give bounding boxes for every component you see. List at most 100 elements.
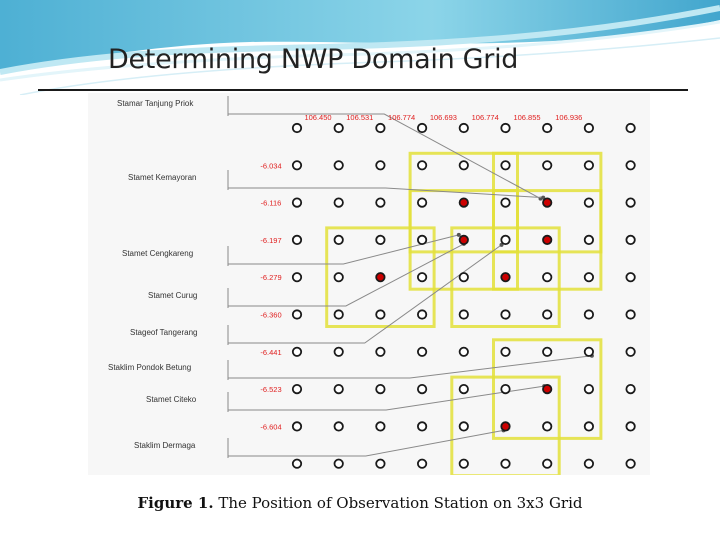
station-grid-point xyxy=(375,272,386,283)
latitude-label: -6.034 xyxy=(260,161,281,170)
grid-point xyxy=(416,122,428,134)
latitude-label: -6.116 xyxy=(261,199,282,208)
grid-point xyxy=(375,160,386,171)
station-leader-line xyxy=(228,113,541,200)
grid-point xyxy=(375,309,386,320)
grid-point xyxy=(375,346,386,357)
grid-point xyxy=(291,160,303,171)
station-label: Stamet Curug xyxy=(148,291,197,300)
grid-point xyxy=(333,421,344,432)
grid-box-3x3 xyxy=(408,189,520,291)
figure-caption: Figure 1. The Position of Observation St… xyxy=(0,494,720,512)
grid-point xyxy=(500,309,511,320)
grid-point xyxy=(458,346,469,357)
grid-point xyxy=(375,197,386,208)
latitude-label: -6.279 xyxy=(260,273,281,282)
title-divider xyxy=(38,89,688,91)
grid-point xyxy=(500,160,511,171)
grid-point xyxy=(333,160,344,171)
grid-point xyxy=(291,309,303,320)
latitude-label: -6.441 xyxy=(260,348,281,357)
grid-point xyxy=(542,122,553,134)
station-leader-line xyxy=(228,187,544,199)
grid-point xyxy=(333,346,344,357)
grid-point xyxy=(583,383,594,395)
grid-point xyxy=(500,458,511,469)
grid-point xyxy=(458,160,469,171)
grid-point xyxy=(416,421,428,432)
station-label: Stamet Kemayoran xyxy=(128,173,196,182)
grid-point xyxy=(291,458,303,469)
longitude-label: 106.774 xyxy=(472,113,499,122)
grid-point xyxy=(542,421,553,432)
grid-point xyxy=(291,234,303,245)
station-label: Stamar Tanjung Priok xyxy=(117,99,194,108)
grid-point xyxy=(625,160,636,171)
grid-point xyxy=(583,272,594,283)
station-grid-point xyxy=(542,383,553,395)
grid-point xyxy=(625,421,636,432)
station-leader-line xyxy=(228,429,504,457)
grid-point xyxy=(458,309,469,320)
grid-point xyxy=(583,309,594,320)
grid-point xyxy=(375,383,386,395)
longitude-label: 106.531 xyxy=(346,113,373,122)
station-label: Stamet Cengkareng xyxy=(122,249,193,258)
grid-point xyxy=(416,309,428,320)
latitude-label: -6.523 xyxy=(260,385,281,394)
caption-label: Figure 1. xyxy=(137,494,214,512)
grid-point xyxy=(333,458,344,469)
station-leader-line xyxy=(228,243,465,307)
station-label: Staklim Pondok Betung xyxy=(108,363,191,372)
grid-point xyxy=(458,122,469,134)
longitude-label: 106.855 xyxy=(513,113,540,122)
station-label: Stamet Citeko xyxy=(146,395,197,404)
station-grid-point xyxy=(542,197,553,208)
grid-point xyxy=(333,383,344,395)
grid-point xyxy=(542,160,553,171)
grid-box-3x3 xyxy=(492,338,603,440)
grid-point xyxy=(625,383,636,395)
grid-point xyxy=(542,309,553,320)
grid-point xyxy=(583,458,594,469)
station-leader-line xyxy=(228,355,592,379)
grid-point xyxy=(416,346,428,357)
grid-point xyxy=(542,272,553,283)
grid-point xyxy=(375,458,386,469)
latitude-label: -6.360 xyxy=(260,311,281,320)
grid-point xyxy=(291,197,303,208)
grid-point xyxy=(375,122,386,134)
station-label: Staklim Dermaga xyxy=(134,441,196,450)
grid-point xyxy=(500,234,511,245)
grid-point xyxy=(416,160,428,171)
longitude-label: 106.936 xyxy=(555,113,582,122)
grid-point xyxy=(416,234,428,245)
grid-point xyxy=(625,272,636,283)
grid-point xyxy=(416,383,428,395)
grid-box-3x3 xyxy=(492,189,603,291)
longitude-label: 106.774 xyxy=(388,113,415,122)
grid-point xyxy=(333,309,344,320)
grid-point xyxy=(458,272,469,283)
slide-title: Determining NWP Domain Grid xyxy=(108,44,519,75)
grid-point xyxy=(416,272,428,283)
grid-point xyxy=(333,122,344,134)
caption-text: The Position of Observation Station on 3… xyxy=(213,494,583,512)
longitude-label: 106.450 xyxy=(304,113,331,122)
grid-point xyxy=(583,122,594,134)
grid-point xyxy=(625,346,636,357)
station-leader-line xyxy=(228,244,502,344)
station-grid-point xyxy=(458,234,469,245)
grid-point xyxy=(625,309,636,320)
station-label: Stageof Tangerang xyxy=(130,328,197,337)
grid-point xyxy=(500,383,511,395)
grid-point xyxy=(458,458,469,469)
grid-point xyxy=(291,272,303,283)
grid-point xyxy=(458,383,469,395)
grid-box-3x3 xyxy=(325,226,436,328)
station-grid-point xyxy=(542,234,553,245)
latitude-label: -6.197 xyxy=(260,236,281,245)
grid-point xyxy=(583,160,594,171)
station-grid-point xyxy=(500,272,511,283)
grid-box-3x3 xyxy=(450,226,561,328)
